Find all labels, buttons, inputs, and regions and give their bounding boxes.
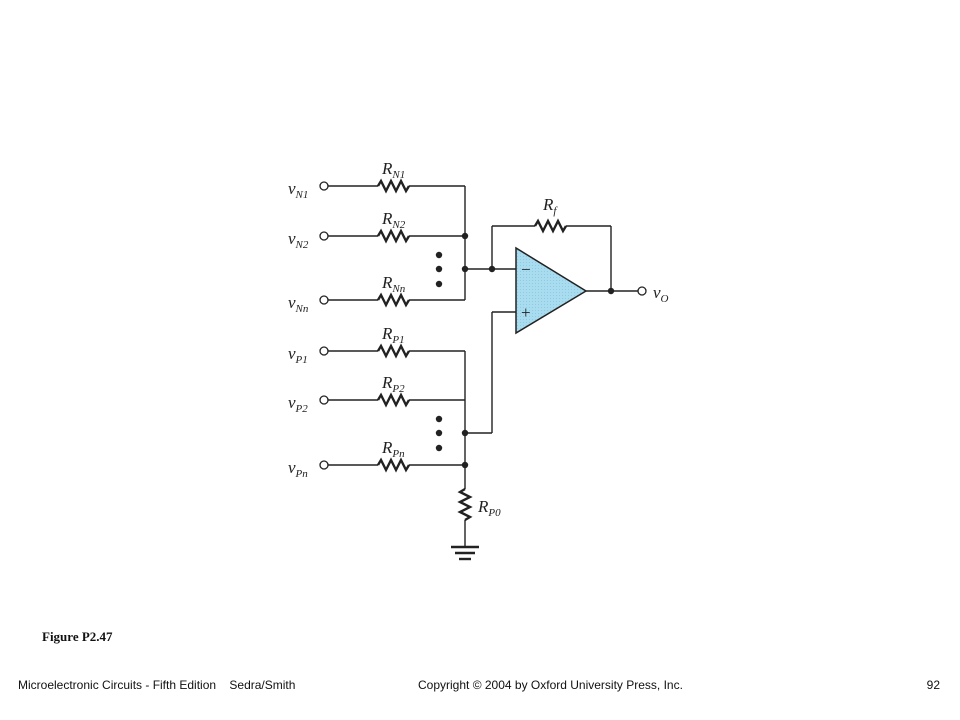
- resistor-rpn: [376, 457, 411, 473]
- label-vn1: vN1: [288, 179, 308, 201]
- input-branch-pn: vPn RPn: [288, 438, 465, 480]
- terminal-vn2[interactable]: [319, 231, 329, 241]
- label-vpn: vPn: [288, 458, 308, 480]
- label-vp1: vP1: [288, 344, 308, 366]
- junction-negative-bus: [461, 232, 469, 240]
- resistor-rp2: [376, 392, 411, 408]
- label-rn1: RN1: [381, 159, 405, 181]
- terminal-vn1[interactable]: [319, 181, 329, 191]
- resistor-rn1: [376, 178, 411, 194]
- label-rnn: RNn: [381, 273, 406, 295]
- input-branch-n2: vN2 RN2: [288, 209, 465, 251]
- footer-book-title: Microelectronic Circuits - Fifth Edition…: [18, 678, 296, 692]
- ground-icon: [451, 545, 479, 561]
- label-vo: vO: [653, 283, 669, 305]
- opamp-minus-sign: −: [521, 260, 531, 279]
- label-vn2: vN2: [288, 229, 309, 251]
- label-rp2: RP2: [381, 373, 405, 395]
- terminal-vp2[interactable]: [319, 395, 329, 405]
- ellipsis-dots-negative: [435, 251, 443, 288]
- resistor-rf: [533, 218, 568, 234]
- label-rn2: RN2: [381, 209, 406, 231]
- figure-caption: Figure P2.47: [42, 629, 113, 644]
- label-vnn: vNn: [288, 293, 309, 315]
- terminal-vpn[interactable]: [319, 460, 329, 470]
- page-number: 92: [926, 678, 940, 692]
- label-rf: Rf: [542, 195, 558, 217]
- footer-copyright: Copyright © 2004 by Oxford University Pr…: [418, 678, 683, 692]
- label-rp0: RP0: [477, 497, 501, 519]
- opamp-plus-sign: +: [521, 303, 531, 322]
- label-rp1: RP1: [381, 324, 405, 346]
- label-vp2: vP2: [288, 393, 308, 415]
- terminal-vp1[interactable]: [319, 346, 329, 356]
- opamp: − +: [515, 246, 588, 335]
- label-rpn: RPn: [381, 438, 405, 460]
- terminal-vnn[interactable]: [319, 295, 329, 305]
- junction-output: [607, 287, 615, 295]
- input-branch-n1: vN1 RN1: [288, 159, 465, 201]
- input-branch-p1: vP1 RP1: [288, 324, 465, 366]
- junction-positive-bus-2: [461, 461, 469, 469]
- input-branch-p2: vP2 RP2: [288, 373, 465, 415]
- terminal-vo[interactable]: [637, 286, 647, 296]
- resistor-rnn: [376, 292, 411, 308]
- input-branch-nn: vNn RNn: [288, 273, 465, 315]
- resistor-rp0: [457, 487, 473, 522]
- ellipsis-dots-positive: [435, 415, 443, 452]
- resistor-rp1: [376, 343, 411, 359]
- resistor-rn2: [376, 228, 411, 244]
- junction-positive-bus: [461, 429, 469, 437]
